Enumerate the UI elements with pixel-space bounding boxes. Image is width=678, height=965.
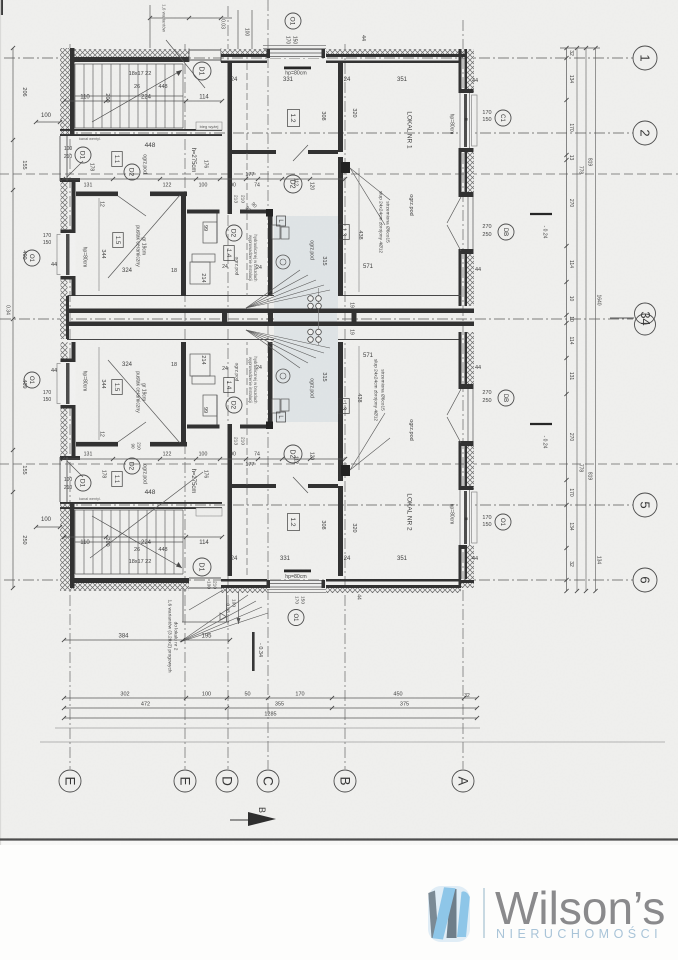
- svg-text:NIERUCHOMOŚCI: NIERUCHOMOŚCI: [496, 926, 662, 941]
- svg-text:Wilson’s: Wilson’s: [495, 882, 665, 934]
